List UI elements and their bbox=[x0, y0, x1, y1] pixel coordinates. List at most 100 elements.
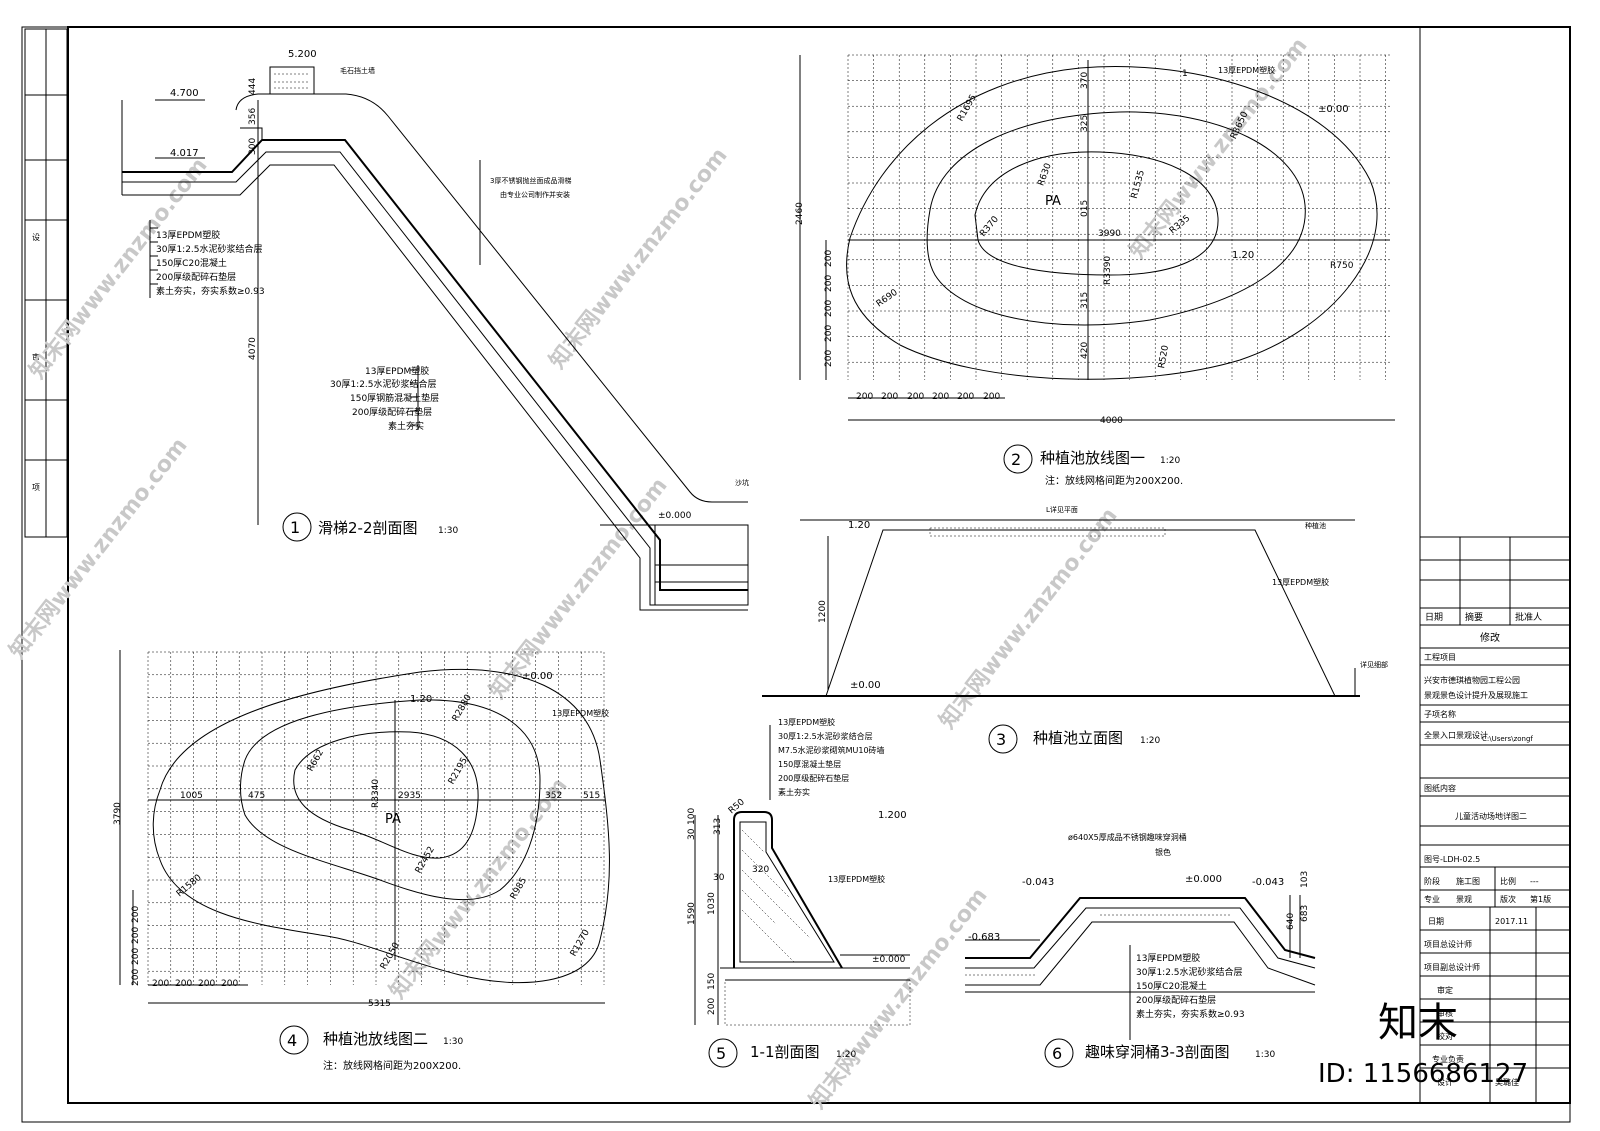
v6-dim-683: 683 bbox=[1300, 905, 1310, 922]
drawing-number: 图号-LDH-02.5 bbox=[1424, 855, 1480, 864]
v4-dim-bottom: 200 bbox=[198, 979, 215, 989]
v6-elev-zero: ±0.000 bbox=[1185, 874, 1222, 885]
v1-number: 1 bbox=[290, 518, 300, 537]
v6-pipe-line1: ø640X5厚成品不锈钢趣味穿洞桶 bbox=[1068, 832, 1187, 842]
pool-elevation bbox=[762, 519, 1360, 754]
v4-radius: R985 bbox=[509, 876, 529, 901]
v1-layer-slope: 13厚EPDM塑胶 bbox=[365, 365, 429, 377]
v4-note: 注：放线网格间距为200X200. bbox=[323, 1059, 461, 1072]
v2-radius: R1695 bbox=[956, 93, 979, 123]
v5-layer: 30厚1:2.5水泥砂浆结合层 bbox=[778, 731, 873, 741]
v1-layer-top: 素土夯实，夯实系数≥0.93 bbox=[156, 285, 265, 297]
v2-scale: 1:20 bbox=[1160, 456, 1180, 466]
v4-dim-left: 200 bbox=[131, 969, 141, 986]
v1-rail-line1: 3厚不锈钢抛丝面成品滑梯 bbox=[490, 176, 571, 185]
major-value: 景观 bbox=[1456, 895, 1472, 904]
v1-layer-top: 13厚EPDM塑胶 bbox=[156, 229, 220, 241]
v4-dim-mid: 515 bbox=[583, 791, 600, 801]
v1-dim-444: 444 bbox=[248, 78, 258, 95]
content-value: 儿童活动场地详图二 bbox=[1455, 811, 1527, 821]
v4-dim-mid: 2935 bbox=[398, 791, 421, 801]
watermark: 知末网www.znzmo.com bbox=[384, 773, 572, 1004]
project-label: 工程项目 bbox=[1424, 653, 1456, 662]
v6-layer: 200厚级配碎石垫层 bbox=[1136, 994, 1216, 1006]
v2-dim-bottom: 200 bbox=[932, 392, 949, 402]
v3-elev-top: 1.20 bbox=[848, 520, 870, 531]
user-path: C:\Users\zongf bbox=[1482, 735, 1533, 743]
v2-total-w: 4000 bbox=[1100, 416, 1123, 426]
v2-note: 注：放线网格间距为200X200. bbox=[1045, 474, 1183, 487]
v2-dim-mid: 015 bbox=[1080, 200, 1090, 217]
v4-dim-mid: 352 bbox=[545, 791, 562, 801]
v2-dim-left: 200 bbox=[824, 350, 834, 367]
v1-dim-356: 356 bbox=[248, 108, 258, 125]
v5-dim: 30 bbox=[687, 828, 697, 840]
v2-callout: 13厚EPDM塑胶 bbox=[1218, 65, 1275, 75]
v2-inner-dim: 3990 bbox=[1098, 229, 1121, 239]
outer-border bbox=[21, 26, 1571, 1123]
v2-radius: R1535 bbox=[1130, 169, 1147, 200]
v5-dim: 313 bbox=[713, 818, 723, 835]
v4-radius: R2880 bbox=[451, 693, 474, 723]
v4-dim-bottom: 200 bbox=[152, 979, 169, 989]
v2-dim-mid: 420 bbox=[1080, 342, 1090, 359]
rev-header-summary: 摘要 bbox=[1465, 611, 1483, 623]
v2-dim-mid: 315 bbox=[1080, 292, 1090, 309]
v1-layer-top: 150厚C20混凝土 bbox=[156, 257, 227, 269]
project-line-2: 景观景色设计提升及展现施工 bbox=[1424, 690, 1528, 700]
v2-radius: R750 bbox=[1330, 261, 1354, 271]
v3-number: 3 bbox=[996, 730, 1006, 749]
v5-dim: 100 bbox=[687, 808, 697, 825]
date-label: 日期 bbox=[1428, 917, 1444, 926]
v4-title: 种植池放线图二 bbox=[323, 1030, 428, 1048]
v5-layer: 13厚EPDM塑胶 bbox=[778, 717, 835, 727]
role-lead: 专业负责 bbox=[1432, 1054, 1464, 1064]
v1-elev-top: 5.200 bbox=[288, 49, 317, 60]
v1-title: 滑梯2-2剖面图 bbox=[318, 519, 418, 537]
v5-title: 1-1剖面图 bbox=[750, 1043, 820, 1061]
v2-radius: R630 bbox=[1036, 162, 1054, 188]
v5-elev-zero: ±0.000 bbox=[872, 955, 906, 965]
v3-height: 1200 bbox=[818, 600, 828, 623]
v5-dim: 320 bbox=[752, 865, 769, 875]
v6-pipe-line2: 银色 bbox=[1155, 847, 1171, 857]
rev-label: 版次 bbox=[1500, 894, 1516, 904]
v2-dim-bottom: 200 bbox=[907, 392, 924, 402]
v1-layer-top: 200厚级配碎石垫层 bbox=[156, 271, 236, 283]
v4-dim-bottom: 200 bbox=[221, 979, 238, 989]
watermark: 知末网www.znzmo.com bbox=[804, 883, 992, 1114]
watermark: 知末网www.znzmo.com bbox=[544, 143, 732, 374]
v4-total-w: 5315 bbox=[368, 999, 391, 1009]
v2-dim-bottom: 200 bbox=[983, 392, 1000, 402]
v5-layer: 素土夯实 bbox=[778, 787, 810, 797]
v5-dim: 1030 bbox=[707, 892, 717, 915]
v2-dim-left: 200 bbox=[824, 325, 834, 342]
v1-dim-300: 300 bbox=[248, 138, 258, 155]
rev-header-approver: 批准人 bbox=[1515, 611, 1542, 623]
v2-radius: R520 bbox=[1157, 344, 1171, 369]
watermark: 知末网www.znzmo.com bbox=[484, 473, 672, 704]
v1-scale: 1:30 bbox=[438, 526, 458, 536]
inner-border bbox=[67, 26, 1571, 1104]
v2-section-mark: 1 bbox=[1182, 69, 1188, 79]
v3-callout-detail: 详见细部 bbox=[1360, 660, 1388, 669]
v5-layer: 200厚级配碎石垫层 bbox=[778, 773, 849, 783]
v2-dim-mid: 370 bbox=[1080, 72, 1090, 89]
v1-layer-slope: 200厚级配碎石垫层 bbox=[352, 406, 432, 418]
v3-scale: 1:20 bbox=[1140, 736, 1160, 746]
v6-elev-left: -0.043 bbox=[1022, 877, 1054, 888]
major-label: 专业 bbox=[1424, 894, 1440, 904]
v5-number: 5 bbox=[716, 1044, 726, 1063]
v4-dim-mid: 475 bbox=[248, 791, 265, 801]
strip-label-3: 项 bbox=[32, 483, 40, 492]
sub-label: 子项名称 bbox=[1424, 709, 1456, 719]
v3-callout-epdm: 13厚EPDM塑胶 bbox=[1272, 577, 1329, 587]
v5-dim: 1590 bbox=[687, 902, 697, 925]
role-chief-designer: 项目总设计师 bbox=[1424, 939, 1472, 949]
v1-layer-slope: 30厚1:2.5水泥砂浆结合层 bbox=[330, 378, 437, 390]
v2-title: 种植池放线图一 bbox=[1040, 449, 1145, 467]
designer-name: 吴璐佳 bbox=[1495, 1077, 1519, 1087]
v2-elev: ±0.00 bbox=[1318, 104, 1349, 115]
role-check: 校对 bbox=[1437, 1031, 1453, 1041]
